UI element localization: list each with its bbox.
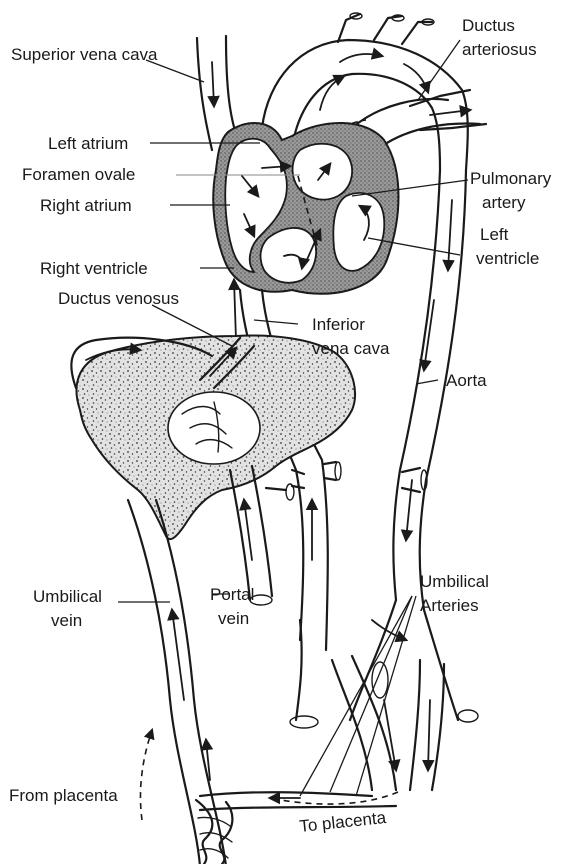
label-left-ventricle-line2: ventricle	[476, 249, 539, 268]
umbilical-arteries	[200, 600, 478, 810]
label-inferior-vena-cava-line1: Inferior	[312, 315, 365, 334]
label-superior-vena-cava: Superior vena cava	[11, 45, 158, 64]
heart	[213, 123, 398, 294]
descending-aorta	[393, 170, 466, 610]
label-portal-vein-line1: Portal	[210, 585, 254, 604]
label-right-atrium: Right atrium	[40, 196, 132, 215]
label-ductus-arteriosus-line1: Ductus	[462, 16, 515, 35]
liver	[76, 336, 355, 540]
label-right-ventricle: Right ventricle	[40, 259, 148, 278]
label-ductus-venosus: Ductus venosus	[58, 289, 179, 308]
label-pulmonary-artery-line2: artery	[482, 193, 526, 212]
label-aorta: Aorta	[446, 371, 487, 390]
label-ductus-arteriosus-line2: arteriosus	[462, 40, 537, 59]
label-umbilical-arteries-line2: Arteries	[420, 596, 479, 615]
label-umbilical-arteries-line1: Umbilical	[420, 572, 489, 591]
label-to-placenta: To placenta	[298, 808, 387, 836]
label-from-placenta: From placenta	[9, 786, 118, 805]
label-foramen-ovale: Foramen ovale	[22, 165, 135, 184]
label-left-ventricle-line1: Left	[480, 225, 509, 244]
label-inferior-vena-cava-line2: vena cava	[312, 339, 390, 358]
label-umbilical-vein-line1: Umbilical	[33, 587, 102, 606]
label-umbilical-vein-line2: vein	[51, 611, 82, 630]
label-left-atrium: Left atrium	[48, 134, 128, 153]
label-portal-vein-line2: vein	[218, 609, 249, 628]
label-pulmonary-artery-line1: Pulmonary	[470, 169, 552, 188]
